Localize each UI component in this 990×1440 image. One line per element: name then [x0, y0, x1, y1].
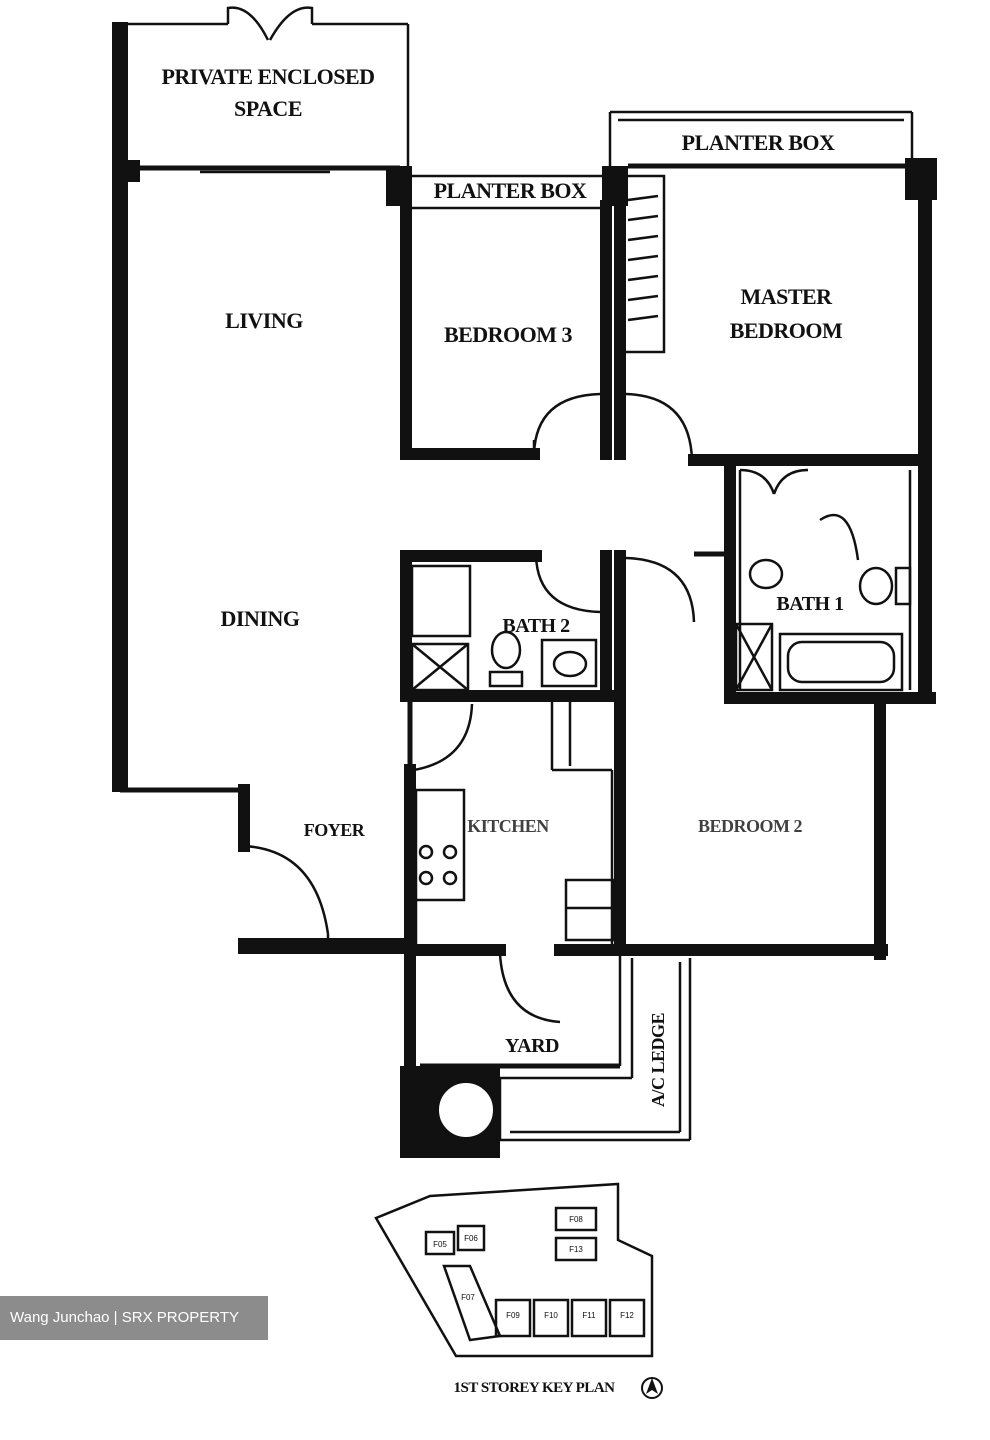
label-planter-box-top: PLANTER BOX: [682, 130, 835, 155]
room-labels: PRIVATE ENCLOSED SPACE PLANTER BOX PLANT…: [161, 64, 844, 1108]
label-bath-2: BATH 2: [502, 615, 570, 637]
label-living: LIVING: [225, 308, 303, 333]
key-unit-f11: F11: [582, 1311, 596, 1320]
key-unit-f12: F12: [620, 1311, 634, 1320]
label-yard: YARD: [505, 1035, 559, 1057]
key-unit-f10: F10: [544, 1311, 558, 1320]
key-unit-f06: F06: [464, 1234, 478, 1243]
label-dining: DINING: [221, 606, 300, 631]
doors: [226, 6, 860, 1024]
label-private-enclosed-space: PRIVATE ENCLOSED: [161, 64, 374, 89]
key-unit-f05: F05: [433, 1240, 447, 1249]
label-planter-box-mid: PLANTER BOX: [434, 178, 587, 203]
fixtures: [410, 174, 912, 946]
label-master-bedroom: MASTER: [740, 284, 833, 309]
label-kitchen: KITCHEN: [467, 816, 549, 836]
key-plan-title: 1ST STOREY KEY PLAN: [454, 1380, 616, 1396]
key-plan: F05 F06 F07 F08 F09 F10 F11 F12 F13 1ST …: [374, 1182, 663, 1399]
label-bath-1: BATH 1: [776, 593, 843, 615]
label-private-enclosed-space-2: SPACE: [234, 96, 302, 121]
key-unit-f08: F08: [569, 1215, 583, 1224]
label-bedroom-2: BEDROOM 2: [698, 816, 803, 836]
key-unit-f07: F07: [461, 1293, 475, 1302]
walls: [112, 22, 937, 1158]
label-bedroom-3: BEDROOM 3: [444, 322, 573, 347]
key-unit-f13: F13: [569, 1245, 583, 1254]
label-master-bedroom-2: BEDROOM: [730, 318, 843, 343]
label-foyer: FOYER: [304, 820, 366, 840]
watermark: Wang Junchao | SRX PROPERTY: [0, 1296, 268, 1340]
label-ac-ledge: A/C LEDGE: [648, 1013, 668, 1108]
key-unit-f09: F09: [506, 1311, 520, 1320]
